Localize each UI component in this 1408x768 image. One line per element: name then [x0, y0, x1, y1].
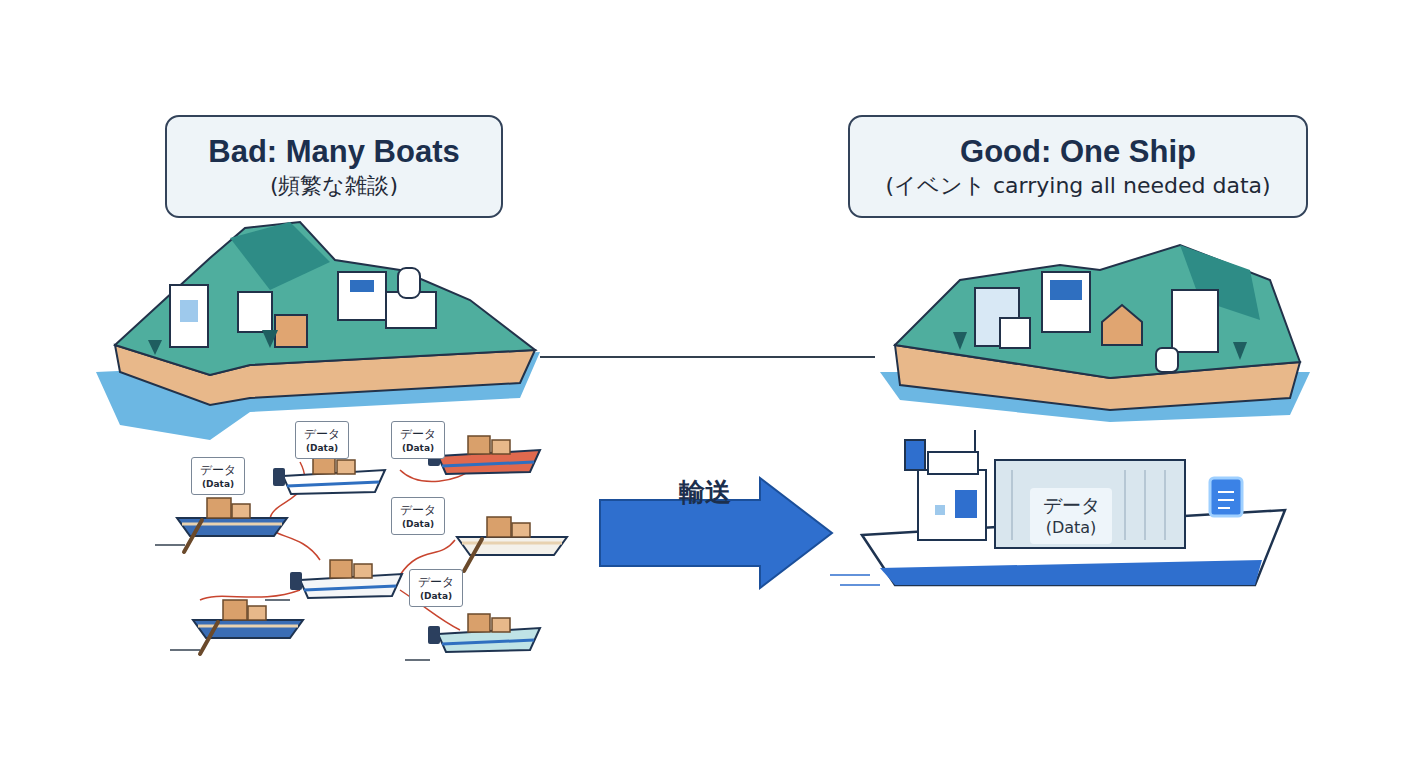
building	[338, 272, 386, 320]
container-label: データ(Data)	[1030, 488, 1112, 544]
wake	[170, 649, 200, 651]
rib	[1164, 470, 1166, 540]
node-subtext: (頻繁な雑談)	[270, 171, 398, 201]
motorboat	[273, 456, 385, 494]
island-top	[895, 245, 1300, 378]
data-tag: データ(Data)	[295, 421, 349, 459]
node-heading: データ	[200, 463, 236, 478]
data-tag: データ(Data)	[191, 457, 245, 495]
data-tag: データ(Data)	[391, 421, 445, 459]
building	[170, 285, 208, 347]
node-heading: データ	[400, 503, 436, 518]
data-tag: データ(Data)	[409, 569, 463, 607]
building	[1172, 290, 1218, 352]
node-subtext: (イベント carrying all needed data)	[885, 171, 1270, 201]
left-island	[96, 222, 540, 440]
bridge	[918, 470, 986, 540]
tree	[148, 340, 162, 355]
node-heading: データ	[1043, 493, 1100, 517]
window	[180, 300, 198, 322]
rowboat	[177, 498, 287, 552]
cargo-ship	[830, 430, 1285, 585]
node-heading: データ	[400, 427, 436, 442]
heading-box: Bad: Many Boats(頻繁な雑談)	[165, 115, 503, 218]
tank	[1156, 348, 1178, 372]
bridge-top	[928, 452, 978, 474]
node-subtext: (Data)	[420, 590, 452, 602]
container	[995, 460, 1185, 548]
tree	[1233, 342, 1247, 360]
tangle	[200, 590, 300, 600]
right-island	[880, 245, 1310, 422]
node-subtext: (Data)	[306, 442, 338, 454]
building	[1000, 318, 1030, 348]
mast	[974, 430, 976, 452]
doc-line	[1218, 507, 1230, 509]
rib	[1124, 470, 1126, 540]
rowboat	[193, 600, 303, 654]
wake	[155, 544, 185, 546]
node-subtext: (Data)	[402, 518, 434, 530]
doc-line	[1218, 491, 1234, 493]
tank	[398, 268, 420, 298]
rib	[1011, 470, 1013, 540]
data-tag: データ(Data)	[391, 497, 445, 535]
wake	[405, 659, 430, 661]
tree	[262, 330, 278, 348]
rowboat	[457, 517, 567, 571]
heading-box: Good: One Ship(イベント carrying all needed …	[848, 115, 1308, 218]
island-link	[540, 356, 875, 358]
node-subtext: (Data)	[1046, 517, 1097, 539]
wake-lines	[155, 545, 430, 660]
window	[350, 280, 374, 292]
funnel	[905, 440, 925, 470]
node-heading: データ	[304, 427, 340, 442]
doc-icon	[955, 490, 977, 518]
rib	[1144, 470, 1146, 540]
motorboat	[290, 560, 402, 598]
building	[1042, 272, 1090, 332]
island-top	[115, 222, 535, 375]
hull-stripe	[880, 560, 1262, 585]
tree	[953, 332, 967, 350]
speedboat	[428, 614, 540, 652]
doc-line	[1218, 499, 1234, 501]
house	[1102, 305, 1142, 345]
node-subtext: (Data)	[202, 478, 234, 490]
node-heading: Bad: Many Boats	[208, 133, 459, 171]
monitor	[1050, 280, 1082, 300]
wake	[265, 599, 290, 601]
node-heading: Good: One Ship	[960, 133, 1196, 171]
doc-badge	[1210, 478, 1242, 516]
node-heading: データ	[418, 575, 454, 590]
wake	[830, 575, 880, 585]
node-subtext: (Data)	[402, 442, 434, 454]
window	[935, 505, 945, 515]
building	[238, 292, 272, 332]
island-hill	[230, 222, 330, 290]
box	[275, 315, 307, 347]
arrow-label: 輸送	[655, 476, 755, 508]
